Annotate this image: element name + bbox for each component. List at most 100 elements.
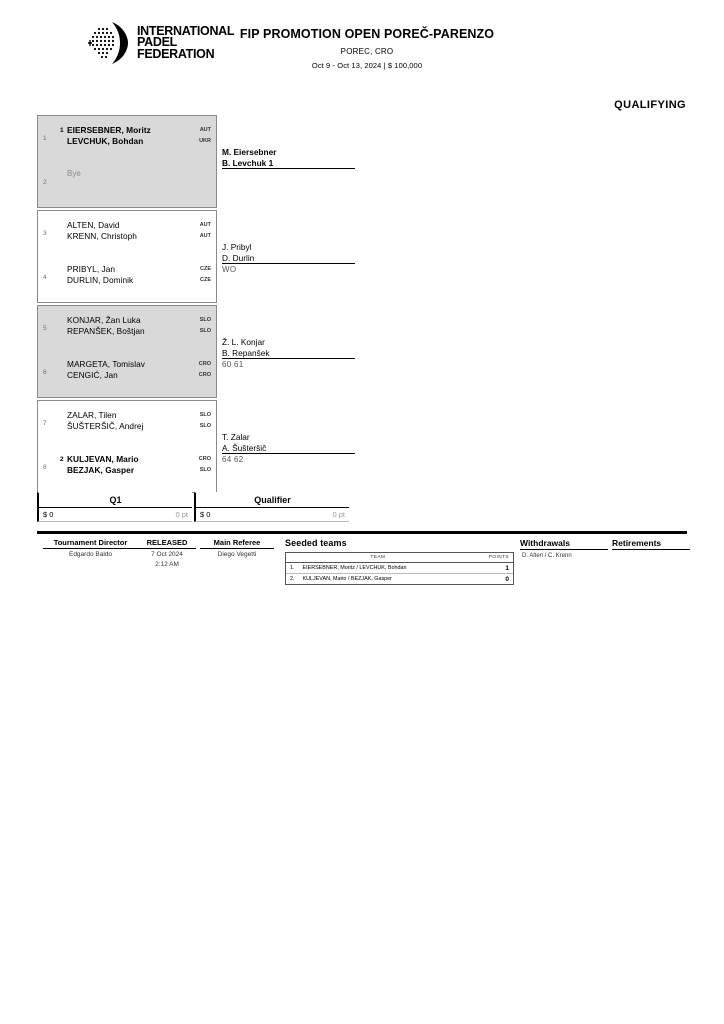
entry-position-number: 6: [43, 369, 47, 376]
entry-position-number: 5: [43, 325, 47, 332]
released-header: RELEASED: [138, 538, 196, 549]
entry-position-number: 2: [43, 179, 47, 186]
section-label-qualifying: QUALIFYING: [614, 99, 686, 111]
seeded-teams-block: Seeded teams TEAM POINTS 1.EIERSEBNER, M…: [285, 538, 515, 585]
main-referee-name: Diego Vegetti: [217, 551, 257, 558]
seeded-team-row: 2. KULJEVAN, Mario / BEZJAK, Gasper 0: [286, 574, 513, 585]
ipf-logo-icon: [88, 20, 130, 66]
entry-team-seed: 2: [60, 456, 64, 463]
page-header: INTERNATIONAL PADEL FEDERATION FIP PROMO…: [0, 0, 724, 95]
logo-line-2: PADEL: [137, 35, 177, 50]
match-score: [222, 169, 355, 170]
released-block: RELEASED 7 Oct 2024 2:12 AM: [138, 538, 196, 569]
ipf-logo-text: INTERNATIONAL PADEL FEDERATION: [137, 23, 235, 61]
seeded-teams-table: TEAM POINTS 1.EIERSEBNER, Moritz / LEVCH…: [285, 552, 514, 585]
winner-underline: [222, 263, 355, 264]
winner-underline: [222, 168, 355, 169]
logo-line-1: INTERNATIONAL: [137, 23, 235, 38]
seeded-team-points: 0: [505, 575, 509, 583]
logo-line-3: FEDERATION: [137, 46, 215, 61]
round-prize-row: $ 0 0 pt: [37, 507, 192, 522]
entry-position-number: 8: [43, 464, 47, 471]
seeded-team-name: KULJEVAN, Mario / BEZJAK, Gasper: [302, 576, 392, 582]
round-prize-money: $ 0: [200, 510, 211, 519]
tournament-header: FIP PROMOTION OPEN POREČ-PARENZO POREC, …: [222, 27, 512, 71]
entry-position-number: 3: [43, 230, 47, 237]
round-prize-row: $ 0 0 pt: [194, 507, 349, 522]
draw-entry[interactable]: 2 Bye: [38, 168, 216, 202]
withdrawals-header: Withdrawals: [520, 538, 608, 550]
winner-underline: [222, 453, 355, 454]
main-referee-block: Main Referee Diego Vegetti: [200, 538, 274, 560]
seeded-team-rank: 2.: [290, 576, 295, 582]
tournament-director-name: Edgardo Baldo: [68, 551, 112, 558]
seeded-team-points: 1: [469, 562, 513, 574]
seeded-col-team: TEAM: [286, 553, 470, 563]
withdrawals-entry: D. Alten / C. Krenn: [522, 553, 572, 559]
tournament-location: POREC, CRO: [340, 47, 394, 56]
seeded-team-name: EIERSEBNER, Moritz / LEVCHUK, Bohdan: [298, 562, 470, 574]
entry-position-number: 4: [43, 274, 47, 281]
round-points: 0 pt: [332, 510, 345, 519]
retirements-block: Retirements: [612, 538, 690, 552]
round-column: Q1 $ 0 0 pt: [37, 492, 192, 524]
match-score: WO: [222, 265, 237, 274]
footer-divider: [37, 531, 687, 534]
round-label: Qualifier: [194, 492, 349, 507]
seeded-teams-header-row: TEAM POINTS: [286, 553, 513, 563]
tournament-title: FIP PROMOTION OPEN POREČ-PARENZO: [239, 27, 495, 41]
round-column: Qualifier $ 0 0 pt: [194, 492, 349, 524]
round-points: 0 pt: [175, 510, 188, 519]
round-prize-money: $ 0: [43, 510, 54, 519]
entry-team-seed: 1: [60, 127, 64, 134]
released-date: 7 Oct 2024: [151, 551, 183, 558]
seeded-col-points: POINTS: [469, 553, 513, 563]
tournament-director-header: Tournament Director: [43, 538, 138, 549]
match-score: 60 61: [222, 360, 244, 369]
match-score: 64 62: [222, 455, 244, 464]
seeded-teams-header: Seeded teams: [285, 538, 347, 548]
round-label: Q1: [37, 492, 192, 507]
entry-bye: Bye: [67, 169, 81, 178]
entry-position-number: 7: [43, 420, 47, 427]
entry-position-number: 1: [43, 135, 47, 142]
round-footer: Q1 $ 0 0 pt Qualifier $ 0 0 pt: [37, 492, 349, 524]
tournament-director-block: Tournament Director Edgardo Baldo: [43, 538, 138, 560]
seeded-team-rank: 1.: [286, 562, 299, 574]
ipf-logo: INTERNATIONAL PADEL FEDERATION: [88, 20, 235, 66]
retirements-header: Retirements: [612, 538, 690, 550]
